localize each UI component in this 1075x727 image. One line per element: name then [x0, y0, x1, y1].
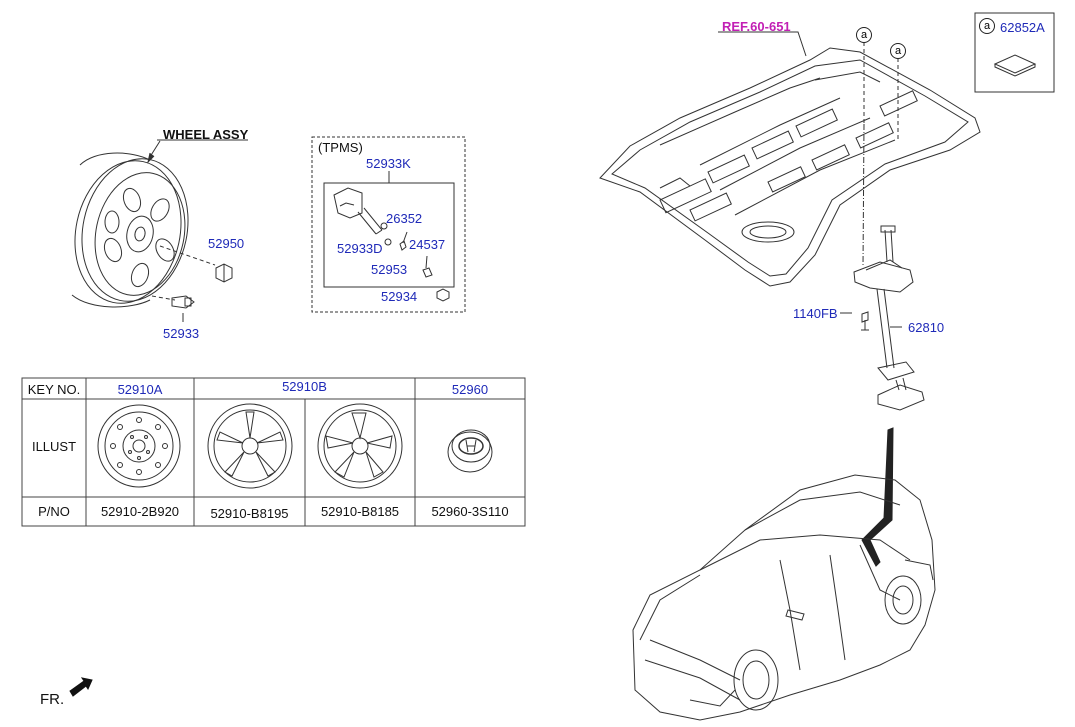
valve-stem-52933 — [171, 295, 195, 309]
part-label-bolt[interactable]: 1140FB — [793, 306, 838, 321]
floor-panel-drawing — [599, 47, 981, 287]
inset-marker-a: a — [979, 18, 995, 34]
illust-steel-wheel — [97, 404, 181, 488]
table-row-label-illust: ILLUST — [31, 439, 77, 454]
tpms-header: (TPMS) — [318, 140, 363, 155]
part-label-grommet[interactable]: 52953 — [371, 262, 408, 277]
illust-alloy-wheel-2 — [317, 403, 403, 489]
part-label-screw[interactable]: 26352 — [386, 211, 423, 226]
parts-table-grid — [21, 377, 526, 527]
carrier-drawing-62810 — [853, 225, 925, 411]
table-part-number: 52910-2B920 — [100, 504, 180, 519]
part-label-carrier[interactable]: 62810 — [908, 320, 945, 335]
table-part-number: 52910-B8185 — [320, 504, 400, 519]
part-label-valve-core[interactable]: 24537 — [409, 237, 446, 252]
table-row-label-key: KEY NO. — [27, 382, 81, 397]
table-key-no[interactable]: 52910A — [117, 382, 163, 397]
wheel-nut-52950 — [215, 263, 233, 283]
wheel-assy-drawing — [71, 152, 189, 308]
part-label-valve-stem[interactable]: 52933 — [163, 326, 200, 341]
part-label-tpms-kit[interactable]: 52933K — [366, 156, 411, 171]
table-part-number: 52960-3S110 — [431, 504, 509, 519]
table-key-no[interactable]: 52960 — [451, 382, 489, 397]
part-label-inset[interactable]: 62852A — [1000, 20, 1045, 35]
part-label-wheel-nut[interactable]: 52950 — [208, 236, 245, 251]
wheel-assy-title: WHEEL ASSY — [163, 127, 249, 142]
table-part-number: 52910-B8195 — [210, 506, 289, 521]
front-direction-label: FR. — [40, 691, 65, 708]
part-label-cap[interactable]: 52934 — [381, 289, 418, 304]
part-label-tpms-sensor[interactable]: 52933D — [337, 241, 383, 256]
marker-a-1: a — [856, 27, 872, 43]
table-key-no[interactable]: 52910B — [282, 379, 327, 394]
car-drawing — [632, 474, 936, 721]
illust-alloy-wheel-1 — [207, 403, 293, 489]
illust-hub-cap — [447, 429, 493, 473]
marker-a-2: a — [890, 43, 906, 59]
table-row-label-pno: P/NO — [38, 504, 70, 519]
ref-link-label[interactable]: REF.60-651 — [722, 19, 791, 34]
tpms-sensor-drawing — [333, 187, 450, 302]
